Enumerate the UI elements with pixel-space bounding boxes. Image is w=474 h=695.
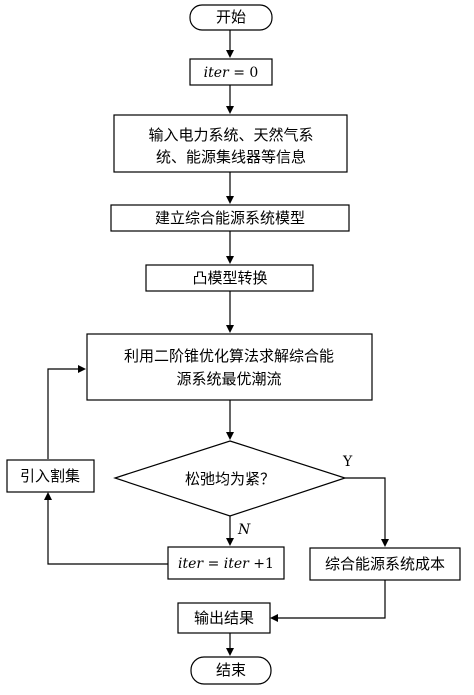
output-label: 输出结果 — [194, 609, 254, 627]
decision-label: 松弛均为紧？ — [185, 470, 275, 488]
cut-label: 引入割集 — [20, 467, 80, 485]
convex-node: 凸模型转换 — [145, 264, 314, 292]
start-label: 开始 — [216, 8, 246, 26]
build-model-label: 建立综合能源系统模型 — [155, 209, 305, 227]
input-label-line1: 输入电力系统、天然气系 — [148, 126, 313, 144]
decision-node: 松弛均为紧？ — [113, 440, 347, 517]
init-label: iter = 0 — [204, 65, 259, 81]
end-label: 结束 — [216, 661, 246, 679]
solve-label-line1: 利用二阶锥优化算法求解综合能 — [124, 347, 334, 365]
start-node: 开始 — [189, 4, 273, 31]
input-label-line2: 统、能源集线器等信息 — [156, 148, 306, 166]
output-node: 输出结果 — [177, 602, 271, 634]
yes-label: Y — [342, 454, 353, 470]
convex-label: 凸模型转换 — [192, 269, 267, 287]
cost-node: 综合能源系统成本 — [309, 547, 461, 581]
solve-label-line2: 源系统最优潮流 — [176, 370, 281, 388]
connectors — [44, 30, 389, 656]
init-node: iter = 0 — [189, 58, 273, 86]
iter-update-label: iter = iter +1 — [178, 556, 274, 572]
no-label: N — [237, 522, 251, 538]
cost-label: 综合能源系统成本 — [325, 555, 445, 573]
solve-node: 利用二阶锥优化算法求解综合能 源系统最优潮流 — [86, 333, 373, 401]
cut-node: 引入割集 — [6, 459, 95, 493]
end-node: 结束 — [190, 656, 272, 685]
iter-update-node: iter = iter +1 — [167, 546, 285, 580]
input-node: 输入电力系统、天然气系 统、能源集线器等信息 — [113, 114, 348, 173]
build-model-node: 建立综合能源系统模型 — [110, 204, 350, 232]
